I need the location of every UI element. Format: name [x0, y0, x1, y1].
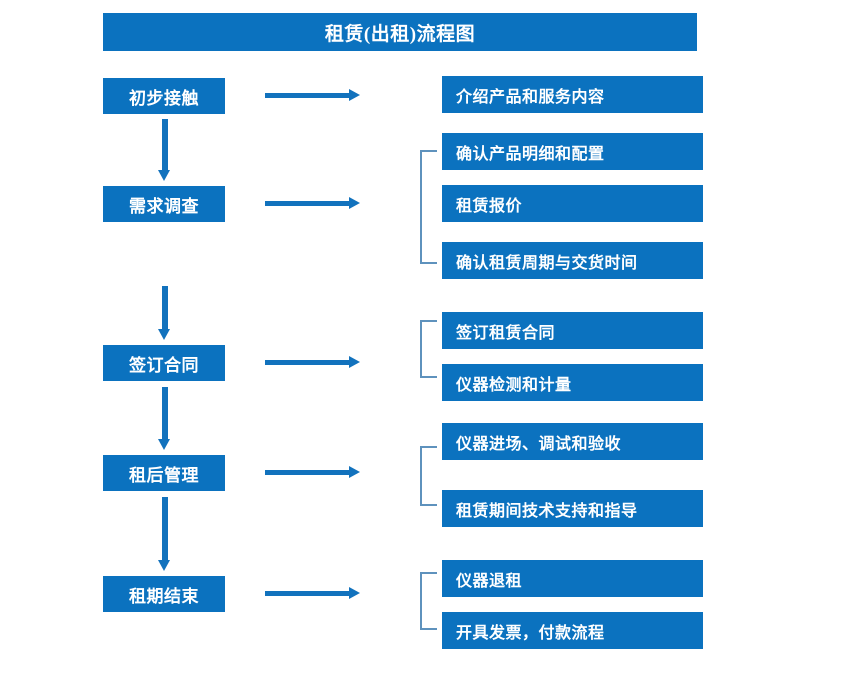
stage-box-2[interactable]: 需求调查 [103, 186, 225, 222]
horizontal-arrow-stage-1 [265, 89, 360, 102]
group-bracket-4 [420, 446, 437, 506]
horizontal-arrow-stage-4 [265, 466, 360, 479]
arrow-head-icon [158, 329, 170, 340]
horizontal-arrow-stage-5 [265, 587, 360, 600]
stage-box-1[interactable]: 初步接触 [103, 78, 225, 114]
arrow-shaft [162, 387, 168, 439]
arrow-shaft [162, 119, 168, 170]
arrow-head-icon [349, 197, 360, 209]
arrow-shaft [265, 470, 349, 475]
detail-box-g4-2[interactable]: 租赁期间技术支持和指导 [442, 490, 703, 527]
stage-box-3[interactable]: 签订合同 [103, 345, 225, 381]
arrow-shaft [265, 591, 349, 596]
arrow-head-icon [349, 466, 360, 478]
detail-box-g2-1[interactable]: 确认产品明细和配置 [442, 133, 703, 170]
arrow-shaft [265, 93, 349, 98]
arrow-shaft [162, 497, 168, 560]
detail-box-g4-1[interactable]: 仪器进场、调试和验收 [442, 423, 703, 460]
arrow-head-icon [349, 356, 360, 368]
stage-box-5[interactable]: 租期结束 [103, 576, 225, 612]
group-bracket-3 [420, 320, 437, 378]
arrow-shaft [162, 286, 168, 329]
detail-box-g5-1[interactable]: 仪器退租 [442, 560, 703, 597]
arrow-head-icon [158, 439, 170, 450]
group-bracket-2 [420, 150, 437, 264]
detail-box-g2-2[interactable]: 租赁报价 [442, 185, 703, 222]
detail-box-g1-1[interactable]: 介绍产品和服务内容 [442, 76, 703, 113]
arrow-head-icon [349, 89, 360, 101]
group-bracket-5 [420, 572, 437, 630]
detail-box-g3-1[interactable]: 签订租赁合同 [442, 312, 703, 349]
stage-box-4[interactable]: 租后管理 [103, 455, 225, 491]
arrow-head-icon [158, 170, 170, 181]
diagram-title: 租赁(出租)流程图 [103, 13, 697, 51]
detail-box-g5-2[interactable]: 开具发票，付款流程 [442, 612, 703, 649]
arrow-shaft [265, 201, 349, 206]
arrow-head-icon [158, 560, 170, 571]
arrow-shaft [265, 360, 349, 365]
detail-box-g3-2[interactable]: 仪器检测和计量 [442, 364, 703, 401]
horizontal-arrow-stage-2 [265, 197, 360, 210]
vertical-arrow-2-to-3 [158, 286, 171, 340]
vertical-arrow-4-to-5 [158, 497, 171, 571]
vertical-arrow-1-to-2 [158, 119, 171, 181]
detail-box-g2-3[interactable]: 确认租赁周期与交货时间 [442, 242, 703, 279]
horizontal-arrow-stage-3 [265, 356, 360, 369]
vertical-arrow-3-to-4 [158, 387, 171, 450]
arrow-head-icon [349, 587, 360, 599]
